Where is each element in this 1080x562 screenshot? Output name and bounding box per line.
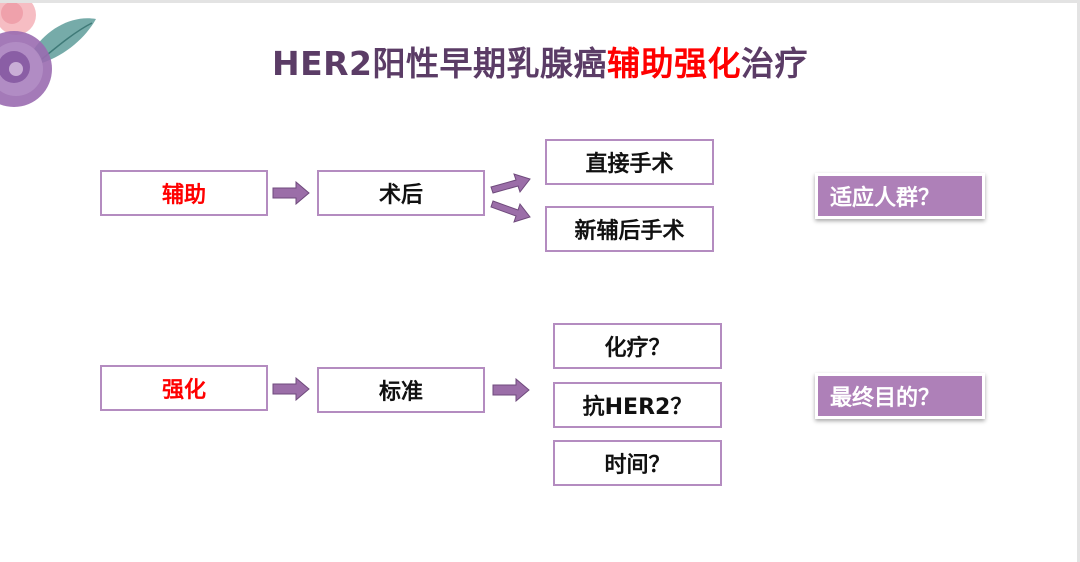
title-part1: HER2阳性早期乳腺癌 (271, 44, 608, 83)
branch-chemotherapy: 化疗？ (553, 323, 722, 369)
postoperative-box: 术后 (317, 170, 485, 216)
standard-box: 标准 (317, 367, 485, 413)
title-highlight: 辅助强化 (607, 44, 742, 83)
branch-direct-surgery: 直接手术 (545, 139, 714, 185)
question-tag-goal: 最终目的？ (815, 373, 985, 419)
title-part2: 治疗 (741, 44, 809, 83)
adjuvant-box: 辅助 (100, 170, 268, 216)
arrow-right-icon (272, 377, 310, 401)
slide: HER2阳性早期乳腺癌辅助强化治疗 辅助 术后 直接手术 新辅后手术 适应人群？… (0, 3, 1077, 562)
arrow-right-icon (272, 181, 310, 205)
intensified-box: 强化 (100, 365, 268, 411)
flower-decoration-icon (0, 3, 96, 107)
branch-duration: 时间？ (553, 440, 722, 486)
arrow-right-icon (492, 378, 530, 402)
branch-anti-her2: 抗HER2？ (553, 382, 722, 428)
branch-arrows-icon (490, 173, 531, 223)
branch-neoadjuvant-surgery: 新辅后手术 (545, 206, 714, 252)
slide-title: HER2阳性早期乳腺癌辅助强化治疗 (0, 37, 1077, 85)
question-tag-population: 适应人群？ (815, 173, 985, 219)
